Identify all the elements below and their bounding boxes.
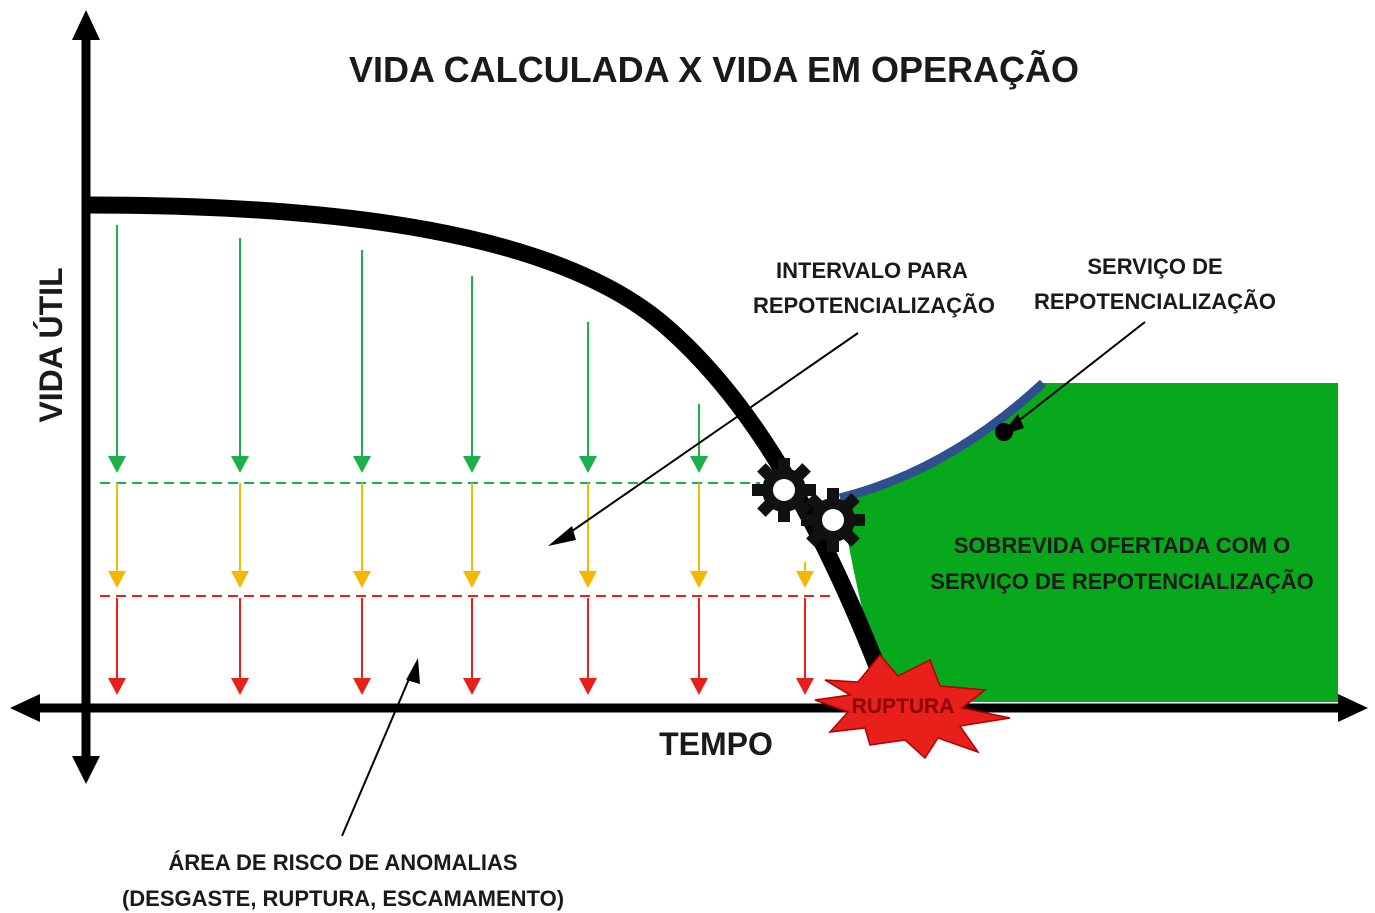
life-curve: [87, 196, 898, 703]
green-arrow-head: [353, 456, 371, 473]
red-arrow-head: [353, 678, 371, 695]
y-axis-label: VIDA ÚTIL: [33, 267, 69, 422]
risk-pointer: [341, 671, 413, 837]
red-arrow-head: [579, 678, 597, 695]
green-arrow-head: [108, 456, 126, 473]
yellow-arrow-head: [353, 571, 371, 588]
interval-note-line1: INTERVALO PARA: [776, 258, 968, 283]
rupture-label: RUPTURA: [852, 695, 955, 718]
interval-note-line2: REPOTENCIALIZAÇÃO: [753, 293, 995, 318]
green-arrow-head: [231, 456, 249, 473]
service-note-line2: REPOTENCIALIZAÇÃO: [1034, 289, 1276, 314]
green-arrow-head: [463, 456, 481, 473]
red-arrow-head: [690, 678, 708, 695]
risk-note-line2: (DESGASTE, RUPTURA, ESCAMAMENTO): [122, 886, 564, 911]
red-arrow-head: [796, 678, 814, 695]
green-arrow-head: [690, 456, 708, 473]
x-axis-arrow-right: [1338, 694, 1368, 722]
red-arrow-head: [463, 678, 481, 695]
survival-zone: [840, 383, 1338, 702]
green-arrow-head: [579, 456, 597, 473]
survival-note-line2: SERVIÇO DE REPOTENCIALIZAÇÃO: [930, 569, 1313, 594]
service-curve: [838, 379, 1047, 503]
chart-title: VIDA CALCULADA X VIDA EM OPERAÇÃO: [349, 48, 1079, 90]
gear-icon: [801, 488, 865, 552]
service-pointer: [1011, 321, 1146, 427]
survival-note-line1: SOBREVIDA OFERTADA COM O: [954, 533, 1291, 558]
x-axis-arrow-left: [10, 694, 40, 722]
red-arrow-head: [108, 678, 126, 695]
red-arrow-head: [231, 678, 249, 695]
interval-pointer: [561, 332, 859, 539]
rupture-burst-icon: [814, 653, 1011, 760]
yellow-arrow-head: [796, 571, 814, 588]
yellow-arrow-head: [579, 571, 597, 588]
yellow-arrow-head: [690, 571, 708, 588]
y-axis-arrow-bottom: [72, 756, 100, 784]
yellow-arrow-head: [231, 571, 249, 588]
yellow-arrow-head: [463, 571, 481, 588]
service-note-line1: SERVIÇO DE: [1087, 254, 1222, 279]
yellow-arrow-head: [108, 571, 126, 588]
risk-note-line1: ÁREA DE RISCO DE ANOMALIAS: [168, 850, 517, 875]
y-axis-arrow-top: [72, 10, 100, 40]
gear-icon: [752, 458, 816, 522]
degradation-arrows: [108, 225, 814, 695]
x-axis-label: TEMPO: [659, 726, 773, 762]
